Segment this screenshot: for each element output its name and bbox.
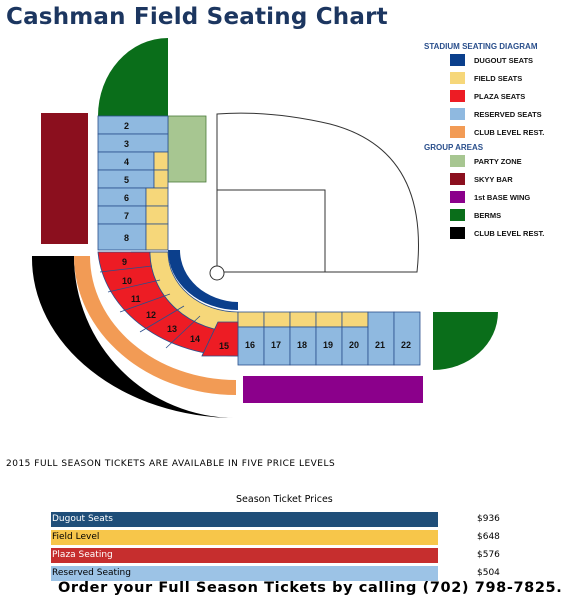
section-label: 5 (124, 175, 129, 185)
legend-swatch (450, 209, 465, 221)
legend-label: CLUB LEVEL REST. (474, 229, 545, 238)
club-level-rest-black[interactable] (31, 256, 236, 419)
legend-swatch (450, 90, 465, 102)
price-row-label: Dugout Seats (52, 514, 113, 524)
price-row: Field Level (51, 530, 438, 545)
legend-item: PARTY ZONE (424, 152, 570, 170)
section-label: 13 (167, 324, 177, 334)
price-row-label: Reserved Seating (52, 568, 131, 578)
legend-item: SKYY BAR (424, 170, 570, 188)
legend-item: DUGOUT SEATS (424, 51, 570, 69)
party-zone[interactable] (167, 115, 207, 183)
price-value: $648 (477, 532, 500, 542)
price-row: Reserved Seating (51, 566, 438, 581)
price-value: $504 (477, 568, 500, 578)
legend-item: RESERVED SEATS (424, 105, 570, 123)
club-level-rest-orange[interactable] (74, 256, 236, 395)
section-label: 3 (124, 139, 129, 149)
section-label: 22 (401, 340, 411, 350)
legend-heading: STADIUM SEATING DIAGRAM (424, 42, 538, 51)
section-label: 15 (219, 341, 229, 351)
prices-title: Season Ticket Prices (236, 494, 333, 505)
price-value: $936 (477, 514, 500, 524)
section-label: 16 (245, 340, 255, 350)
legend-label: DUGOUT SEATS (474, 56, 534, 65)
section-label: 20 (349, 340, 359, 350)
section-label: 12 (146, 310, 156, 320)
legend-swatch (450, 72, 465, 84)
legend-swatch (450, 191, 465, 203)
price-value: $576 (477, 550, 500, 560)
legend-item: BERMS (424, 206, 570, 224)
legend-label: FIELD SEATS (474, 74, 523, 83)
section-label: 19 (323, 340, 333, 350)
first-base-wing[interactable] (243, 376, 423, 403)
legend-item: FIELD SEATS (424, 69, 570, 87)
legend-label: PLAZA SEATS (474, 92, 526, 101)
skyy-bar[interactable] (41, 113, 88, 244)
legend-item: CLUB LEVEL REST. (424, 224, 570, 242)
section-label: 6 (124, 193, 129, 203)
section-label: 10 (122, 276, 132, 286)
section-label: 14 (190, 334, 200, 344)
page-title: Cashman Field Seating Chart (6, 4, 388, 30)
legend-label: SKYY BAR (474, 175, 513, 184)
section-label: 21 (375, 340, 385, 350)
order-phone-cta: Order your Full Season Tickets by callin… (58, 580, 563, 596)
price-row-label: Field Level (52, 532, 100, 542)
dugout-left[interactable] (168, 250, 238, 310)
berm-left[interactable] (98, 38, 168, 116)
legend-item: PLAZA SEATS (424, 87, 570, 105)
legend-swatch (450, 227, 465, 239)
legend-swatch (450, 173, 465, 185)
price-row: Plaza Seating (51, 548, 438, 563)
section-label: 9 (122, 257, 127, 267)
section-label: 2 (124, 121, 129, 131)
legend-item: CLUB LEVEL REST. (424, 123, 570, 141)
stadium-seating-diagram: 2 3 4 5 6 7 8 9 10 11 12 13 14 15 16 17 … (31, 38, 498, 419)
section-label: 4 (124, 157, 129, 167)
legend-label: PARTY ZONE (474, 157, 522, 166)
section-label: 18 (297, 340, 307, 350)
field-left-block (145, 151, 169, 251)
legend-swatch (450, 108, 465, 120)
price-row-label: Plaza Seating (52, 550, 113, 560)
legend-swatch (450, 155, 465, 167)
legend-item: 1st BASE WING (424, 188, 570, 206)
section-label: 11 (131, 294, 141, 304)
plaza-15[interactable] (201, 321, 239, 357)
field-outline (209, 112, 419, 281)
legend-label: RESERVED SEATS (474, 110, 542, 119)
reserved-first-block (237, 311, 421, 366)
price-levels-notice: 2015 FULL SEASON TICKETS ARE AVAILABLE I… (6, 459, 336, 469)
legend-label: 1st BASE WING (474, 193, 531, 202)
section-label: 7 (124, 211, 129, 221)
legend-swatch (450, 54, 465, 66)
legend-label: CLUB LEVEL REST. (474, 128, 545, 137)
legend-swatch (450, 126, 465, 138)
legend-group-heading: GROUP AREAS (424, 143, 484, 152)
price-row: Dugout Seats (51, 512, 438, 527)
reserved-left-block (97, 115, 169, 251)
berm-right[interactable] (433, 312, 498, 370)
legend: STADIUM SEATING DIAGRAM DUGOUT SEATS FIEL… (424, 42, 570, 242)
field-first-block (237, 311, 369, 328)
section-label: 17 (271, 340, 281, 350)
legend-label: BERMS (474, 211, 502, 220)
section-label: 8 (124, 233, 129, 243)
